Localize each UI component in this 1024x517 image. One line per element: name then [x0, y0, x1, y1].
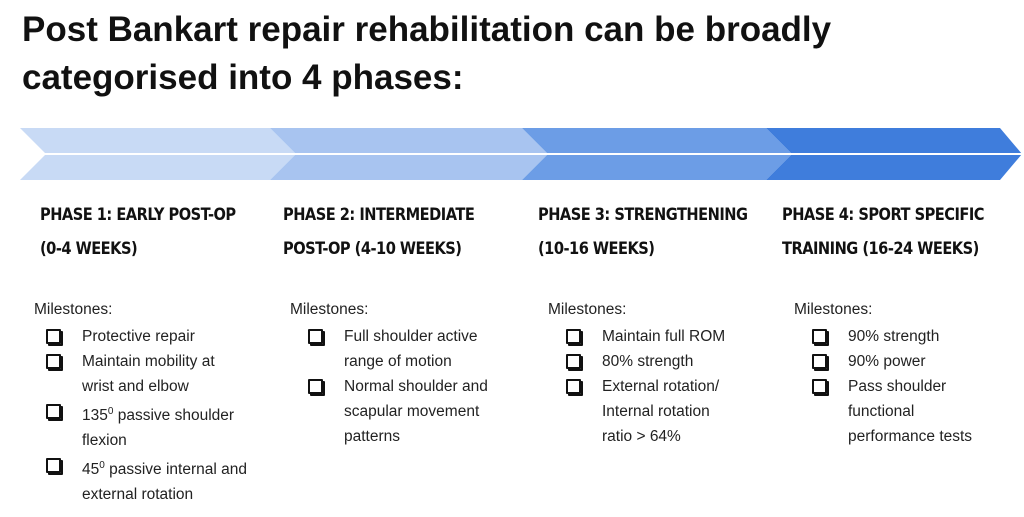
checkbox-icon: [812, 379, 827, 394]
phase-4-duration: TRAINING (16-24 WEEKS): [782, 239, 979, 259]
milestone-item: 1350 passive shoulder flexion: [46, 399, 284, 453]
milestones-label: Milestones:: [794, 301, 873, 318]
checkbox-icon: [308, 379, 323, 394]
milestone-item: External rotation/ Internal rotation rat…: [566, 374, 778, 449]
milestone-item: 80% strength: [566, 349, 778, 374]
phase-4-title: PHASE 4: SPORT SPECIFIC: [782, 205, 985, 225]
milestones-label: Milestones:: [34, 301, 113, 318]
milestones-label: Milestones:: [548, 301, 627, 318]
phase-3-heading: PHASE 3: STRENGTHENING (10-16 WEEKS): [538, 198, 748, 266]
milestone-item: Normal shoulder and scapular movement pa…: [308, 374, 530, 449]
milestone-item: 90% strength: [812, 324, 1014, 349]
checkbox-icon: [812, 354, 827, 369]
checkbox-icon: [46, 354, 61, 369]
milestone-item: Protective repair: [46, 324, 284, 349]
phase-1-duration: (0-4 WEEKS): [40, 239, 138, 259]
milestone-item: Maintain mobility at wrist and elbow: [46, 349, 284, 399]
checkbox-icon: [812, 329, 827, 344]
phase-1-title: PHASE 1: EARLY POST-OP: [40, 205, 236, 225]
milestone-item: Maintain full ROM: [566, 324, 778, 349]
phase-4-milestones: Milestones: 90% strength 90% power Pass …: [794, 298, 1014, 449]
milestone-item: 90% power: [812, 349, 1014, 374]
phase-3-title: PHASE 3: STRENGTHENING: [538, 205, 748, 225]
phase-2-heading: PHASE 2: INTERMEDIATE POST-OP (4-10 WEEK…: [283, 198, 475, 266]
phase-1-milestones: Milestones: Protective repair Maintain m…: [34, 298, 284, 507]
phase-4-heading: PHASE 4: SPORT SPECIFIC TRAINING (16-24 …: [782, 198, 985, 266]
page-title: Post Bankart repair rehabilitation can b…: [22, 10, 832, 97]
phase-3-duration: (10-16 WEEKS): [538, 239, 655, 259]
phase-1-heading: PHASE 1: EARLY POST-OP (0-4 WEEKS): [40, 198, 236, 266]
checkbox-icon: [308, 329, 323, 344]
phase-2-title: PHASE 2: INTERMEDIATE: [283, 205, 475, 225]
checkbox-icon: [46, 329, 61, 344]
milestone-item: 450 passive internal and external rotati…: [46, 453, 284, 507]
checkbox-icon: [46, 404, 61, 419]
checkbox-icon: [566, 354, 581, 369]
checkbox-icon: [566, 329, 581, 344]
milestone-item: Full shoulder active range of motion: [308, 324, 530, 374]
phase-2-duration: POST-OP (4-10 WEEKS): [283, 239, 462, 259]
checkbox-icon: [46, 458, 61, 473]
checkbox-icon: [566, 379, 581, 394]
milestones-label: Milestones:: [290, 301, 369, 318]
milestone-item: Pass shoulder functional performance tes…: [812, 374, 1014, 449]
phase-3-milestones: Milestones: Maintain full ROM 80% streng…: [548, 298, 778, 449]
phase-2-milestones: Milestones: Full shoulder active range o…: [290, 298, 530, 449]
phase-arrow-banner: [0, 128, 1024, 180]
